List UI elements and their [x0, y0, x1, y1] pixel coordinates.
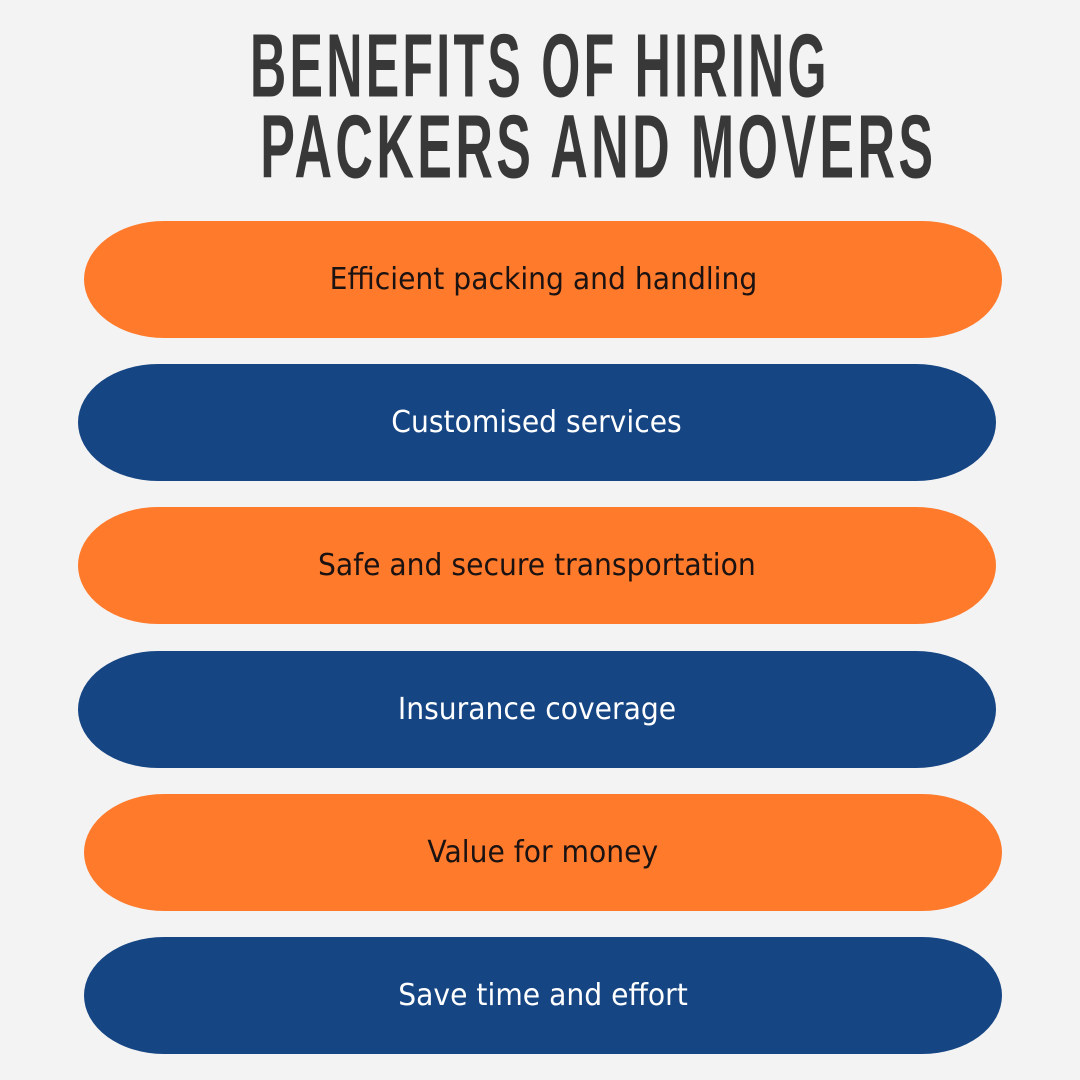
benefit-pill-save-time: Save time and effort — [84, 937, 1002, 1054]
benefit-label: Save time and effort — [398, 978, 688, 1013]
benefit-label: Insurance coverage — [397, 692, 677, 727]
benefit-label: Safe and secure transportation — [318, 548, 756, 583]
benefit-pill-efficient-packing: Efficient packing and handling — [84, 221, 1002, 338]
benefit-pill-customised-services: Customised services — [78, 364, 996, 481]
benefit-pill-insurance-coverage: Insurance coverage — [78, 651, 996, 768]
title-line-2: PACKERS AND MOVERS — [0, 101, 1080, 193]
benefit-pill-safe-transportation: Safe and secure transportation — [78, 507, 996, 624]
title-line-1-text: BENEFITS OF HIRING — [250, 16, 830, 116]
benefit-label: Efficient packing and handling — [329, 262, 757, 297]
benefit-label: Customised services — [391, 405, 683, 440]
title-line-2-text: PACKERS AND MOVERS — [260, 97, 937, 197]
benefit-label: Value for money — [427, 835, 659, 870]
benefit-pill-value-for-money: Value for money — [84, 794, 1002, 911]
title-line-1: BENEFITS OF HIRING — [0, 20, 1080, 112]
